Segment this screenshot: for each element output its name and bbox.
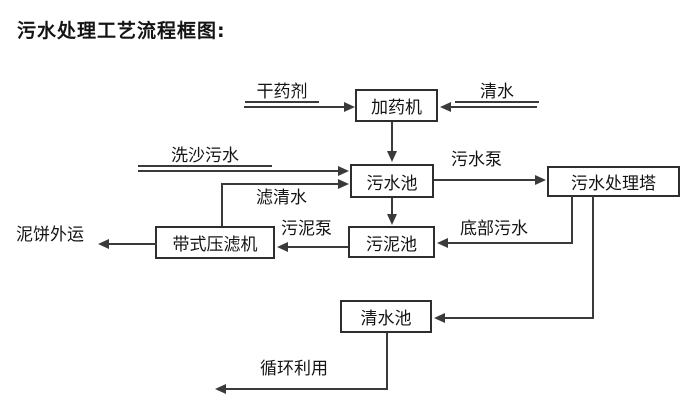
node-dosing-machine: 加药机 — [355, 89, 438, 122]
line-filtered-water-vertical — [221, 184, 223, 226]
line-sewage-pump — [434, 179, 535, 181]
line-sludge-pump — [288, 246, 348, 248]
line-sand-washing — [138, 170, 338, 172]
label-filtered-water: 滤清水 — [256, 188, 307, 208]
node-clear-water-pool: 清水池 — [340, 300, 432, 333]
line-mud-cake-out — [109, 243, 157, 245]
line-filtered-water-horizontal — [221, 183, 338, 185]
arrowhead-sewage-pump — [535, 175, 546, 185]
line-tower-to-clearpool-vertical — [592, 196, 594, 319]
arrowhead-recycle — [215, 384, 226, 394]
node-sewage-pool: 污水池 — [350, 164, 434, 198]
line-recycle-vertical — [386, 333, 388, 390]
label-recycle: 循环利用 — [260, 359, 328, 379]
arrowhead-clear-water — [440, 102, 451, 112]
node-treatment-tower: 污水处理塔 — [547, 166, 680, 197]
label-sewage-pump: 污水泵 — [451, 150, 502, 170]
arrowhead-dosing-to-sewage — [387, 151, 397, 162]
label-sludge-pump: 污泥泵 — [281, 219, 332, 239]
line-recycle-horizontal — [226, 388, 388, 390]
line-bottom-sewage-horizontal — [448, 242, 573, 244]
arrowhead-tower-to-clearpool — [434, 313, 445, 323]
arrowhead-sludge-pump — [277, 242, 288, 252]
label-dry-chemical: 干药剂 — [245, 83, 319, 103]
line-tower-to-clearpool-horizontal — [445, 317, 594, 319]
line-clear-water — [451, 106, 537, 108]
label-sand-washing-sewage: 洗沙污水 — [138, 147, 272, 167]
line-dry-chemical — [244, 106, 344, 108]
arrowhead-mud-cake-out — [98, 239, 109, 249]
arrowhead-filtered-water — [338, 179, 349, 189]
label-mud-cake-out: 泥饼外运 — [16, 225, 84, 245]
diagram-title: 污水处理工艺流程框图: — [17, 20, 226, 42]
arrowhead-sewage-to-sludge — [387, 214, 397, 225]
line-bottom-sewage-vertical — [571, 196, 573, 244]
node-sludge-pool: 污泥池 — [348, 226, 435, 258]
line-sewage-to-sludge — [391, 198, 393, 214]
label-bottom-sewage: 底部污水 — [460, 219, 528, 239]
node-belt-filter-press: 带式压滤机 — [155, 226, 275, 259]
arrowhead-bottom-sewage — [437, 238, 448, 248]
arrowhead-sand-washing — [338, 166, 349, 176]
arrowhead-dry-chemical — [344, 102, 355, 112]
line-dosing-to-sewage — [391, 122, 393, 153]
label-clear-water: 清水 — [455, 83, 539, 103]
